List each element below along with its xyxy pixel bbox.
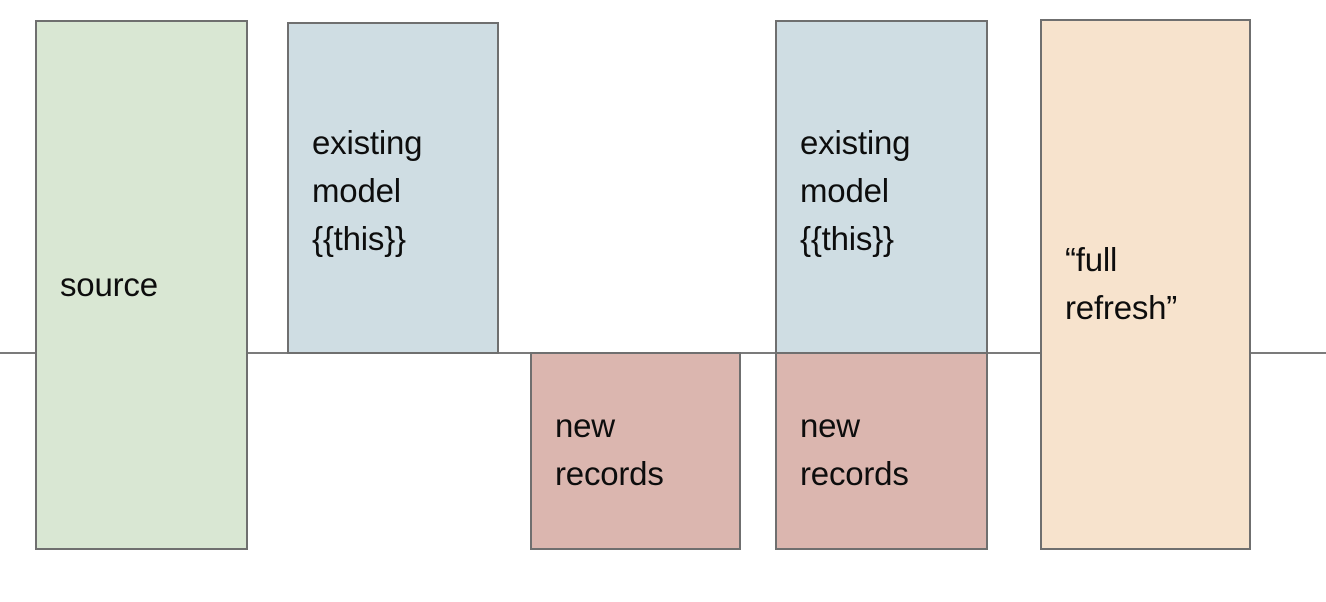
block-full-refresh-label: “full refresh” — [1065, 241, 1178, 326]
block-existing-model-1-label: existing model {{this}} — [312, 124, 423, 257]
block-source[interactable]: source — [35, 20, 248, 550]
block-existing-model-1[interactable]: existing model {{this}} — [287, 22, 499, 354]
block-new-records-1[interactable]: new records — [530, 352, 741, 550]
block-existing-model-2[interactable]: existing model {{this}} — [775, 20, 988, 354]
block-new-records-1-label: new records — [555, 407, 664, 492]
block-existing-model-2-label: existing model {{this}} — [800, 124, 911, 257]
block-full-refresh[interactable]: “full refresh” — [1040, 19, 1251, 550]
block-new-records-2[interactable]: new records — [775, 352, 988, 550]
block-source-label: source — [60, 266, 158, 303]
block-new-records-2-label: new records — [800, 407, 909, 492]
